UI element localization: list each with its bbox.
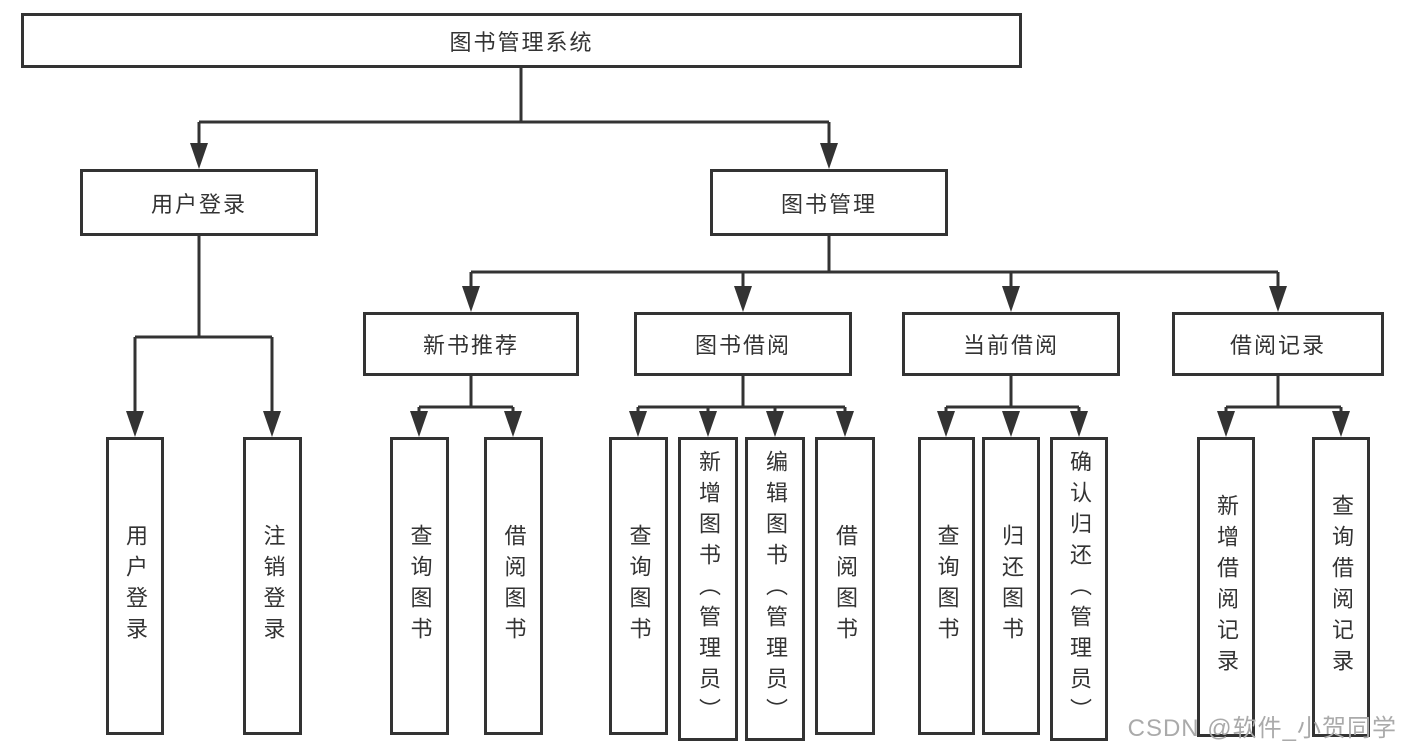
arrowheads-level3 bbox=[462, 286, 1287, 312]
arrowheads-level2 bbox=[190, 143, 838, 169]
arrowheads-book-borrow bbox=[629, 411, 854, 437]
node-root-system: 图书管理系统 bbox=[21, 13, 1022, 68]
node-book-borrow: 图书借阅 bbox=[634, 312, 852, 376]
connector-book-mgmt-children bbox=[469, 236, 1280, 292]
connector-book-borrow-children bbox=[636, 376, 847, 417]
arrowheads-borrow-records bbox=[1217, 411, 1350, 437]
leaf-logout: 注销登录 bbox=[243, 437, 302, 735]
leaf-add-books-admin: 新增图书（管理员） bbox=[678, 437, 738, 741]
connector-user-login-children bbox=[133, 236, 274, 417]
node-book-management: 图书管理 bbox=[710, 169, 948, 236]
connector-new-book-children bbox=[417, 376, 515, 417]
arrowheads-user-login bbox=[126, 411, 281, 437]
leaf-return-books: 归还图书 bbox=[982, 437, 1040, 735]
arrowheads-new-book bbox=[410, 411, 522, 437]
connector-current-borrow-children bbox=[944, 376, 1081, 417]
node-user-login: 用户登录 bbox=[80, 169, 318, 236]
leaf-query-borrow-record: 查询借阅记录 bbox=[1312, 437, 1370, 737]
leaf-user-login: 用户登录 bbox=[106, 437, 164, 735]
leaf-query-books-current: 查询图书 bbox=[918, 437, 975, 735]
connector-root-to-level2 bbox=[197, 68, 831, 149]
arrowheads-current-borrow bbox=[937, 411, 1088, 437]
csdn-watermark: CSDN @软件_小贺同学 bbox=[1127, 715, 1397, 742]
leaf-query-books-borrow: 查询图书 bbox=[609, 437, 668, 735]
leaf-borrow-books: 借阅图书 bbox=[815, 437, 875, 735]
leaf-edit-books-admin: 编辑图书（管理员） bbox=[745, 437, 805, 741]
leaf-add-borrow-record: 新增借阅记录 bbox=[1197, 437, 1255, 737]
node-new-book-recommend: 新书推荐 bbox=[363, 312, 579, 376]
leaf-confirm-return-admin: 确认归还（管理员） bbox=[1050, 437, 1108, 741]
leaf-query-books-newbook: 查询图书 bbox=[390, 437, 449, 735]
node-borrow-records: 借阅记录 bbox=[1172, 312, 1384, 376]
node-current-borrow: 当前借阅 bbox=[902, 312, 1120, 376]
connector-borrow-records-children bbox=[1224, 376, 1343, 417]
leaf-borrow-books-newbook: 借阅图书 bbox=[484, 437, 543, 735]
